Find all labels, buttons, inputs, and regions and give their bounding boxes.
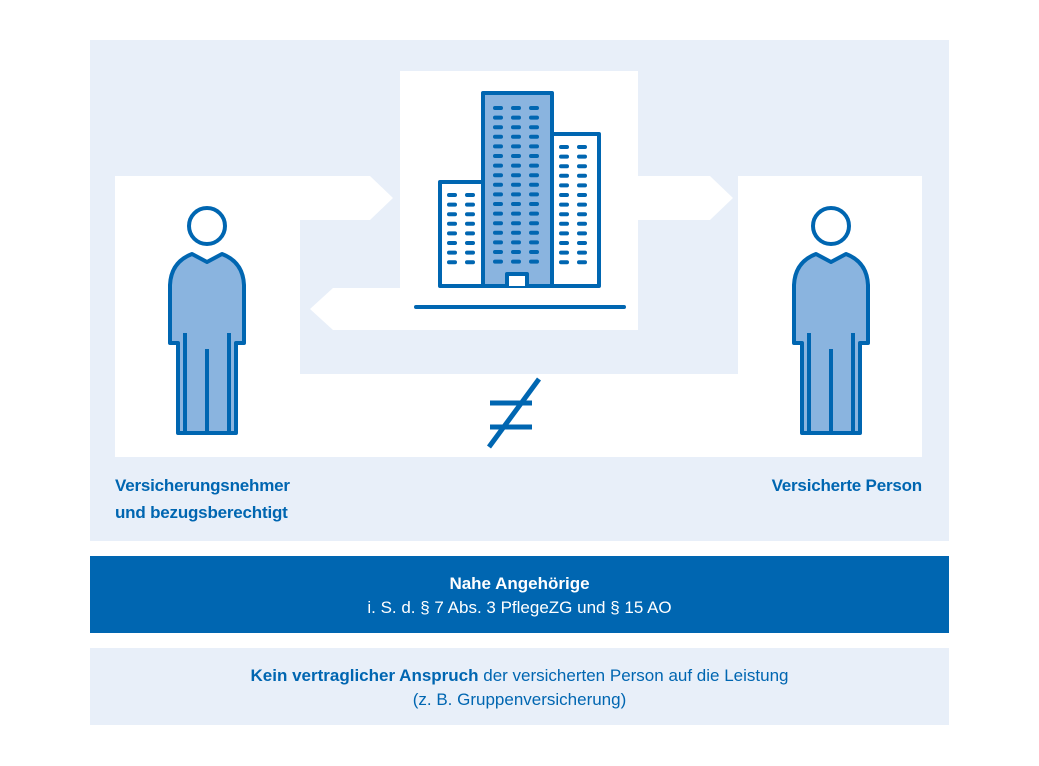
- left-person-label-line2: und bezugsberechtigt: [115, 503, 288, 522]
- arrow-right: [638, 176, 733, 220]
- claim-line1: Kein vertraglicher Anspruch der versiche…: [90, 664, 949, 688]
- relatives-title: Nahe Angehörige: [449, 574, 590, 593]
- person-icon: [168, 206, 246, 435]
- claim-line2: (z. B. Gruppenversicherung): [412, 690, 627, 709]
- bottom-connector: [300, 374, 738, 457]
- claim-band: Kein vertraglicher Anspruch der versiche…: [90, 648, 949, 725]
- relatives-band: Nahe Angehörige i. S. d. § 7 Abs. 3 Pfle…: [90, 556, 949, 633]
- left-person-label-line1: Versicherungsnehmer: [115, 476, 290, 495]
- claim-text: der versicherten Person auf die Leistung: [478, 666, 789, 685]
- relatives-subtitle: i. S. d. § 7 Abs. 3 PflegeZG und § 15 AO: [367, 598, 672, 617]
- office-buildings-icon: [414, 91, 626, 309]
- claim-bold-text: Kein vertraglicher Anspruch: [250, 666, 479, 685]
- right-person-label: Versicherte Person: [771, 476, 923, 495]
- arrow-left: [310, 288, 400, 330]
- not-equal-icon: [486, 377, 542, 449]
- building-windows: [447, 106, 587, 265]
- left-person-label: Versicherungsnehmer und bezugsberechtigt: [115, 472, 290, 526]
- person-icon: [792, 206, 870, 435]
